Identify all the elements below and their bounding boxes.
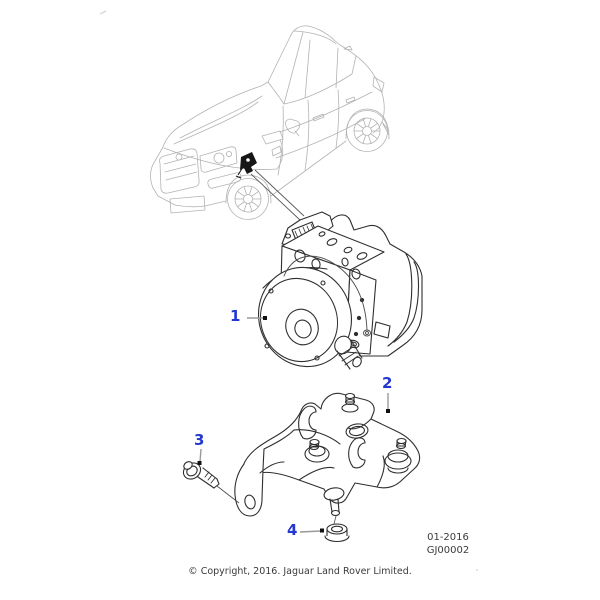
vehicle-door-handles <box>312 96 356 122</box>
vehicle-door-seams <box>277 89 340 176</box>
jaguar-badge-icon <box>175 153 183 161</box>
vehicle-rear-wheel-arch <box>345 108 390 140</box>
bracket-mount-right <box>384 437 412 474</box>
callout-1[interactable]: 1 <box>230 307 241 325</box>
leader-dot-4 <box>320 528 324 533</box>
vehicle-body-outline <box>150 25 385 189</box>
bracket-bottom-stud <box>323 487 345 517</box>
scan-artifact-dot <box>476 569 478 571</box>
figure-code: GJ00002 <box>426 545 470 556</box>
vehicle-license-plate <box>169 195 206 214</box>
vehicle-front-wheel <box>227 178 269 220</box>
vehicle-rear-wheel <box>346 110 388 152</box>
bracket-clip-left <box>298 405 317 440</box>
vehicle-rocker-line <box>270 123 390 197</box>
stud-to-nut-line <box>333 515 337 525</box>
leader-dot-1 <box>263 316 267 320</box>
bracket-clip-right <box>348 437 366 469</box>
scan-artifact-mark <box>99 10 107 15</box>
bracket-arm-tab <box>234 463 264 517</box>
vehicle-rear-lamp <box>372 76 385 93</box>
vehicle-windshield <box>267 31 304 105</box>
leader-line-3 <box>199 448 202 463</box>
bolt-to-bracket-line <box>216 485 240 504</box>
callout-3[interactable]: 3 <box>194 431 205 449</box>
abs-pump-motor <box>257 266 353 368</box>
leader-line-4 <box>299 530 322 533</box>
vehicle-fender-vent <box>271 145 282 157</box>
nut-drawing <box>324 523 350 543</box>
bracket-bend-lines <box>262 429 295 470</box>
callout-leader-lines <box>199 317 389 533</box>
vehicle-illustration <box>150 25 390 220</box>
callout-leader-dots <box>197 316 390 533</box>
bolt-drawing <box>182 461 220 489</box>
bracket-arm-hole <box>244 494 256 510</box>
bracket-mount-left <box>304 438 330 463</box>
vehicle-antenna <box>343 45 353 51</box>
vehicle-body-creases <box>275 91 373 159</box>
leader-dot-3 <box>197 461 202 465</box>
vehicle-mirror <box>285 118 301 137</box>
vehicle-headlight-near <box>199 146 238 173</box>
vehicle-front-wheel-arch <box>225 174 272 204</box>
abs-sensor-cable <box>283 255 371 337</box>
vehicle-grille <box>159 148 200 194</box>
vehicle-side-glass <box>283 39 357 105</box>
bracket-mount-top <box>341 392 359 413</box>
bracket-crease-lines <box>259 418 385 488</box>
copyright-notice: © Copyright, 2016. Jaguar Land Rover Lim… <box>188 566 412 577</box>
figure-meta: 01-2016 GJ00002 <box>405 531 491 557</box>
abs-threaded-stub <box>334 335 363 370</box>
callout-4[interactable]: 4 <box>287 521 298 539</box>
abs-module-drawing <box>257 211 423 370</box>
figure-date-code: 01-2016 <box>427 532 469 543</box>
vehicle-hood-lines <box>163 95 284 170</box>
part-location-marker-icon <box>235 152 257 179</box>
vehicle-headlight-far <box>261 130 284 145</box>
abs-block-ports <box>294 231 368 280</box>
vehicle-bumper-intake <box>207 172 242 189</box>
leader-dot-2 <box>386 409 390 413</box>
mounting-bracket-drawing <box>234 392 421 525</box>
vehicle-to-part-leader-line <box>250 169 305 221</box>
callout-2[interactable]: 2 <box>382 374 393 392</box>
bracket-center-hole-inner <box>348 425 366 437</box>
vehicle-roof-rail <box>293 30 337 45</box>
bracket-plate <box>241 392 421 504</box>
